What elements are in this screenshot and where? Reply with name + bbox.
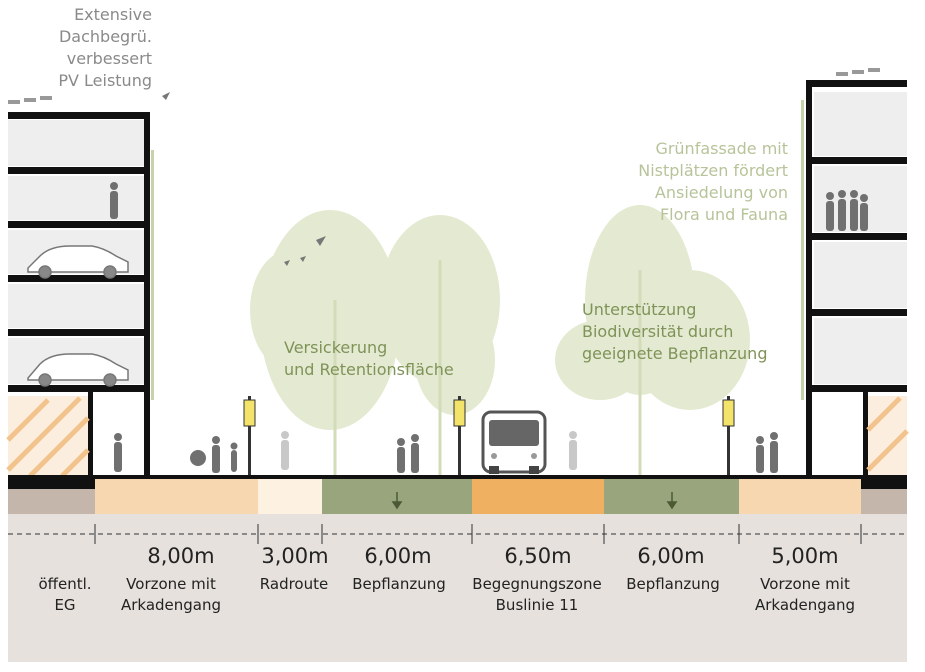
zone-name-eg: öffentl. EG [38, 575, 92, 614]
infiltration-note: Versickerung und Retentionsfläche [284, 338, 454, 379]
zone-name-vorzone-left: Vorzone mit Arkadengang [120, 575, 222, 614]
zone-band-radroute [258, 479, 322, 514]
zone-name-bepflanzung-right: Bepflanzung [626, 575, 720, 593]
pedestrian-figures [110, 182, 868, 473]
dimension-ticks [94, 524, 862, 544]
width-label-bepflanzung-right: 6,00m [637, 544, 705, 568]
zone-band-vorzone-left [95, 479, 258, 514]
ground-line [8, 475, 907, 479]
bus-icon [481, 410, 547, 474]
left-building [6, 96, 154, 478]
roof-green-note: Extensive Dachbegrü. verbessert PV Leist… [58, 5, 152, 90]
width-label-bepflanzung-left: 6,00m [364, 544, 432, 568]
sidewalk-strip-left [8, 479, 95, 489]
width-label-vorzone-left: 8,00m [147, 544, 215, 568]
car-icon [27, 353, 129, 387]
street-lamp-icon [243, 396, 735, 476]
sidewalk-strip-right [861, 479, 907, 489]
infiltration-arrow-icon [391, 492, 678, 510]
right-building [801, 68, 909, 476]
zone-name-begegnungszone: Begegnungszone Buslinie 11 [472, 575, 602, 614]
zone-band-begegnungszone [472, 479, 604, 514]
zone-bands [8, 479, 907, 514]
car-icon [27, 245, 129, 279]
biodiversity-note: Unterstützung Biodiversität durch geeign… [582, 300, 768, 363]
width-label-begegnungszone: 6,50m [504, 544, 572, 568]
cyclist-figures [281, 431, 577, 470]
zone-name-vorzone-right: Vorzone mit Arkadengang [754, 575, 856, 614]
tree-trunks [333, 260, 642, 475]
bird-icons [162, 92, 326, 266]
facade-green-note: Grünfassade mit Nistplätzen fördert Ansi… [638, 139, 788, 224]
zone-band-vorzone-right [739, 479, 861, 514]
ground-info-panel [8, 514, 907, 662]
zone-band-eg-right [861, 489, 907, 514]
zone-name-radroute: Radroute [259, 575, 329, 593]
zone-name-bepflanzung-left: Bepflanzung [352, 575, 446, 593]
zone-band-eg [8, 489, 95, 514]
width-label-vorzone-right: 5,00m [771, 544, 839, 568]
width-label-radroute: 3,00m [261, 544, 329, 568]
